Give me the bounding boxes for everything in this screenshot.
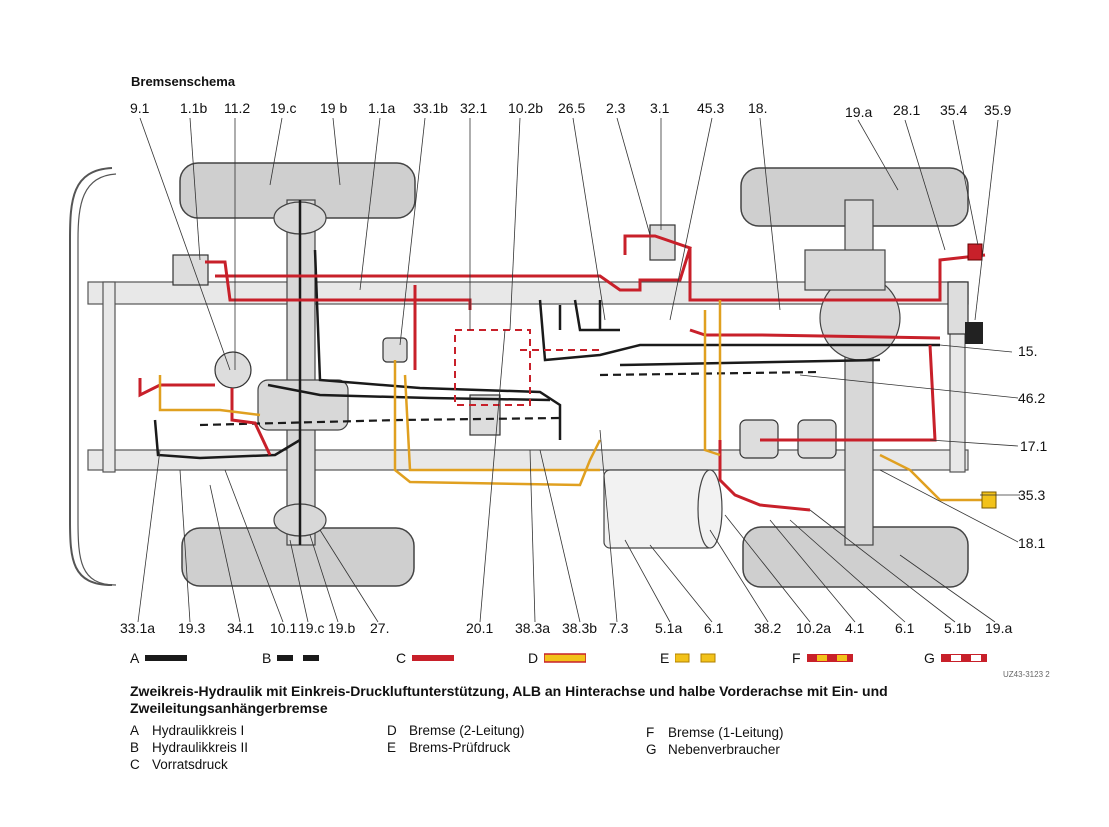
label-18: 18. bbox=[748, 100, 768, 116]
label-15: 15. bbox=[1018, 343, 1038, 359]
label-19b: 19 b bbox=[320, 100, 348, 116]
label-1-1a: 1.1a bbox=[368, 100, 396, 116]
label-38-3b: 38.3b bbox=[562, 620, 598, 636]
label-19b-bot: 19.b bbox=[328, 620, 356, 636]
legend-f-swatch bbox=[806, 654, 853, 662]
key-b-letter: B bbox=[130, 740, 140, 755]
label-6-1b: 6.1 bbox=[895, 620, 915, 636]
supply-dashed bbox=[454, 329, 600, 406]
trailer-coupling-yellow bbox=[981, 491, 997, 509]
label-19c: 19.c bbox=[270, 100, 297, 116]
legend-g-letter: G bbox=[924, 650, 935, 666]
label-5-1b: 5.1b bbox=[944, 620, 972, 636]
key-d-text: Bremse (2-Leitung) bbox=[409, 723, 525, 738]
key-g-letter: G bbox=[646, 742, 657, 757]
legend-b-letter: B bbox=[262, 650, 272, 666]
legend-c: C bbox=[396, 650, 455, 666]
legend-e-swatch bbox=[675, 653, 716, 663]
caption: Zweikreis-Hydraulik mit Einkreis-Drucklu… bbox=[130, 683, 888, 716]
label-32-1: 32.1 bbox=[460, 100, 488, 116]
label-28-1: 28.1 bbox=[893, 102, 921, 118]
label-5-1a: 5.1a bbox=[655, 620, 683, 636]
key-f-letter: F bbox=[646, 725, 655, 740]
label-19a-top: 19.a bbox=[845, 104, 873, 120]
label-34-1: 34.1 bbox=[227, 620, 255, 636]
legend-c-letter: C bbox=[396, 650, 407, 666]
key-b: B Hydraulikkreis II bbox=[130, 740, 248, 755]
legend-f-letter: F bbox=[792, 650, 801, 666]
yellow-lines bbox=[158, 300, 985, 502]
key-e-text: Brems-Prüfdruck bbox=[409, 740, 511, 755]
legend-c-swatch bbox=[412, 655, 455, 661]
key-c: C Vorratsdruck bbox=[130, 757, 228, 772]
label-46-2: 46.2 bbox=[1018, 390, 1046, 406]
label-33-1b: 33.1b bbox=[413, 100, 449, 116]
key-a: A Hydraulikkreis I bbox=[130, 723, 244, 738]
label-38-2: 38.2 bbox=[754, 620, 782, 636]
label-20-1: 20.1 bbox=[466, 620, 494, 636]
legend-e-letter: E bbox=[660, 650, 670, 666]
label-19a-bot: 19.a bbox=[985, 620, 1013, 636]
key-a-letter: A bbox=[130, 723, 140, 738]
legend-d-swatch bbox=[544, 653, 587, 663]
key-b-text: Hydraulikkreis II bbox=[152, 740, 249, 755]
legend-e: E bbox=[660, 650, 717, 666]
legend-a-swatch bbox=[145, 655, 188, 661]
key-g: G Nebenverbraucher bbox=[646, 742, 780, 757]
label-19c-bot: 19.c bbox=[298, 620, 325, 636]
diagram-title: Bremsenschema bbox=[131, 74, 236, 89]
label-6-1a: 6.1 bbox=[704, 620, 724, 636]
legend-d: D bbox=[528, 650, 587, 666]
document-code: UZ43-3123 2 bbox=[1003, 670, 1050, 679]
label-7-3: 7.3 bbox=[609, 620, 629, 636]
legend-d-letter: D bbox=[528, 650, 539, 666]
label-35-3: 35.3 bbox=[1018, 487, 1046, 503]
label-10-1: 10.1 bbox=[270, 620, 298, 636]
label-4-1: 4.1 bbox=[845, 620, 865, 636]
trailer-coupling-red bbox=[967, 243, 983, 261]
label-45-3: 45.3 bbox=[697, 100, 725, 116]
hydraulic-lines-ii bbox=[199, 370, 821, 427]
label-1-1b: 1.1b bbox=[180, 100, 208, 116]
label-35-9: 35.9 bbox=[984, 102, 1012, 118]
label-26-5: 26.5 bbox=[558, 100, 586, 116]
legend-g-swatch bbox=[940, 654, 987, 662]
label-11-2: 11.2 bbox=[224, 100, 251, 116]
label-18-1: 18.1 bbox=[1018, 535, 1046, 551]
label-9-1: 9.1 bbox=[130, 100, 150, 116]
legend-a-letter: A bbox=[130, 650, 140, 666]
legend-b: B bbox=[262, 650, 320, 666]
label-38-3a: 38.3a bbox=[515, 620, 551, 636]
key-a-text: Hydraulikkreis I bbox=[152, 723, 245, 738]
key-c-letter: C bbox=[130, 757, 140, 772]
key-d-letter: D bbox=[387, 723, 397, 738]
key-d: D Bremse (2-Leitung) bbox=[387, 723, 525, 738]
rear-axle bbox=[804, 199, 901, 546]
legend-g: G bbox=[924, 650, 987, 666]
legend-b-swatch bbox=[277, 655, 320, 661]
label-3-1: 3.1 bbox=[650, 100, 670, 116]
label-10-2b: 10.2b bbox=[508, 100, 544, 116]
label-33-1a: 33.1a bbox=[120, 620, 156, 636]
key-f: F Bremse (1-Leitung) bbox=[646, 725, 784, 740]
trailer-coupling-black bbox=[965, 322, 983, 344]
key-e: E Brems-Prüfdruck bbox=[387, 740, 510, 755]
key-e-letter: E bbox=[387, 740, 397, 755]
legend-f: F bbox=[792, 650, 853, 666]
leader-lines bbox=[137, 117, 1020, 623]
label-19-3: 19.3 bbox=[178, 620, 206, 636]
front-axle bbox=[257, 199, 349, 546]
key-g-text: Nebenverbraucher bbox=[668, 742, 780, 757]
label-27: 27. bbox=[370, 620, 390, 636]
label-35-4: 35.4 bbox=[940, 102, 968, 118]
air-tank bbox=[603, 469, 723, 549]
legend-a: A bbox=[130, 650, 188, 666]
components bbox=[172, 224, 969, 459]
label-2-3: 2.3 bbox=[606, 100, 626, 116]
key-c-text: Vorratsdruck bbox=[152, 757, 228, 772]
key-f-text: Bremse (1-Leitung) bbox=[668, 725, 784, 740]
label-10-2a: 10.2a bbox=[796, 620, 832, 636]
label-17-1: 17.1 bbox=[1020, 438, 1048, 454]
